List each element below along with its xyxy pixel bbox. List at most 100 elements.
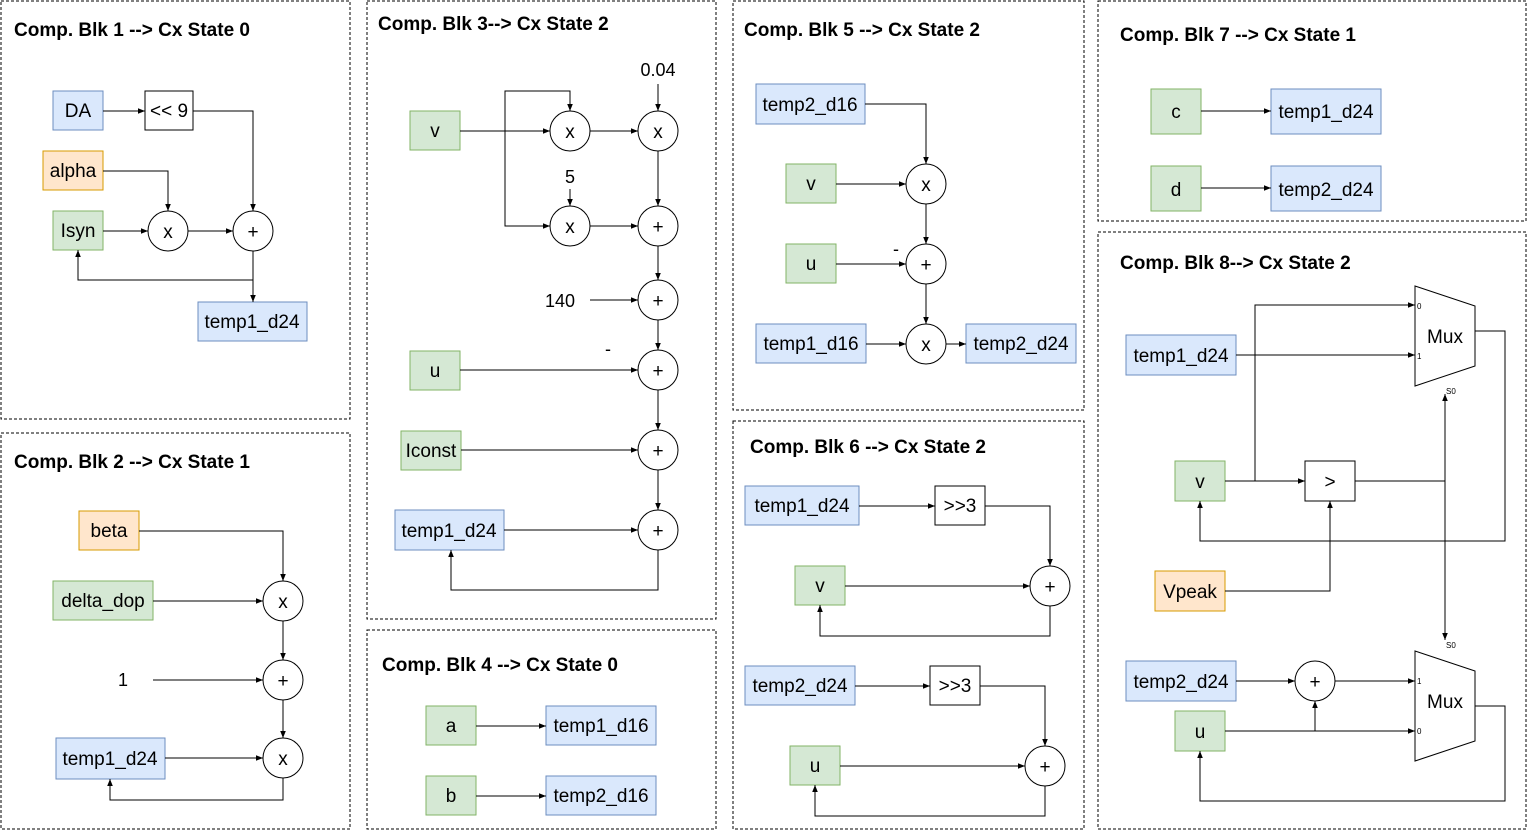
block-1-wires	[75, 108, 256, 302]
block-8-temp1-d24-label: temp1_d24	[1133, 346, 1229, 367]
block-7-c-label: c	[1171, 102, 1181, 123]
block-5-multiply-label-2: x	[921, 335, 931, 356]
block-6-frame	[732, 420, 1085, 830]
block-5-minus-sign: -	[893, 239, 899, 259]
block-8-temp2-d24-box	[1125, 660, 1237, 702]
block-1-da-label: DA	[65, 101, 92, 122]
block-8-vpeak-box	[1154, 570, 1226, 612]
block-3-add-label-4: +	[652, 441, 663, 462]
block-3-u-label: u	[430, 361, 441, 382]
block-5-v-label: v	[806, 174, 816, 195]
block-2-delta-dop-box	[52, 580, 154, 621]
block-4-temp1-d16-box	[545, 705, 657, 746]
block-5-temp2-d16-label: temp2_d16	[762, 95, 857, 116]
block-5-temp2-d24-box	[965, 323, 1077, 364]
block-1-title: Comp. Blk 1 --> Cx State 0	[14, 20, 250, 41]
block-2-beta-label: beta	[91, 521, 128, 542]
block-1-frame	[0, 0, 351, 420]
block-8-temp1-d24-box	[1125, 334, 1237, 376]
block-8-title: Comp. Blk 8--> Cx State 2	[1120, 253, 1351, 274]
block-3-square-label: x	[565, 122, 575, 143]
block-8-v-box	[1174, 460, 1226, 502]
block-5-wires	[836, 103, 966, 347]
block-8-wires	[1197, 302, 1506, 802]
block-3-iconst-label: Iconst	[406, 441, 457, 462]
block-8-v-label: v	[1195, 472, 1205, 493]
block-8-mux-1-pin-0: 0	[1417, 302, 1422, 311]
block-8-mux-2-label: Mux	[1427, 692, 1463, 713]
block-5-add-label: +	[920, 255, 931, 276]
block-3: Comp. Blk 3--> Cx State 2 v 0.04 5 140 -…	[366, 0, 717, 620]
block-8-add-label: +	[1309, 672, 1320, 693]
block-2-temp1-d24-label: temp1_d24	[62, 749, 158, 770]
block-3-frame	[366, 0, 717, 620]
block-3-temp1-d24-box	[394, 509, 505, 551]
block-4-temp2-d16-label: temp2_d16	[553, 786, 648, 807]
block-1-temp1-d24-box	[197, 301, 308, 342]
block-1-alpha-label: alpha	[50, 161, 97, 182]
block-5-u-label: u	[806, 254, 817, 275]
block-8-mux-2	[1414, 650, 1476, 762]
block-3-wires	[448, 84, 661, 591]
block-7-title: Comp. Blk 7 --> Cx State 1	[1120, 25, 1356, 46]
block-7-d-label: d	[1171, 180, 1182, 201]
block-1-alpha-box	[42, 150, 104, 191]
block-1-shift-label: << 9	[150, 101, 188, 122]
block-4-b-label: b	[446, 786, 457, 807]
block-4-frame	[366, 629, 717, 830]
block-6-temp1-d24-box	[744, 485, 860, 526]
block-3-temp1-d24-label: temp1_d24	[401, 521, 497, 542]
block-1: Comp. Blk 1 --> Cx State 0 DA << 9 alpha…	[0, 0, 351, 420]
block-7-temp1-d24-box	[1270, 88, 1382, 135]
block-1-add-label: +	[247, 222, 258, 243]
block-2-multiply-label-1: x	[278, 592, 288, 613]
block-2-frame	[0, 432, 351, 830]
block-3-const-5: 5	[565, 167, 575, 187]
block-2-add-label: +	[277, 671, 288, 692]
block-8-mux-2-pin-1: 1	[1417, 677, 1422, 686]
block-3-add-label-5: +	[652, 521, 663, 542]
block-8-u-box	[1174, 710, 1226, 752]
block-3-add-label-1: +	[652, 217, 663, 238]
block-5-u-box	[785, 243, 837, 284]
block-4-b-box	[425, 775, 477, 816]
block-8-compare-label: >	[1324, 472, 1335, 493]
block-6-v-box	[794, 565, 846, 606]
block-7-wires	[1201, 108, 1271, 191]
block-7-temp1-d24-label: temp1_d24	[1278, 102, 1374, 123]
block-5-temp2-d16-box	[755, 83, 866, 125]
block-3-const-140: 140	[545, 291, 575, 311]
block-1-temp1-d24-label: temp1_d24	[204, 312, 300, 333]
block-6-v-label: v	[815, 576, 825, 597]
block-2-beta-box	[78, 510, 140, 551]
block-6-wires	[812, 503, 1053, 817]
block-3-v-box	[409, 110, 461, 151]
block-3-const-004: 0.04	[640, 60, 675, 80]
block-8-frame	[1097, 231, 1527, 830]
block-1-isyn-label: Isyn	[61, 221, 96, 242]
block-5-temp2-d24-label: temp2_d24	[973, 334, 1069, 355]
block-3-v-label: v	[430, 121, 440, 142]
block-4-a-label: a	[446, 716, 457, 737]
block-8-mux-1-pin-1: 1	[1417, 352, 1422, 361]
block-8-mux-1	[1414, 285, 1476, 387]
block-8-u-label: u	[1195, 722, 1206, 743]
block-5: Comp. Blk 5 --> Cx State 2 temp2_d16 v u…	[732, 0, 1085, 411]
block-2-const-one: 1	[118, 670, 128, 690]
block-4: Comp. Blk 4 --> Cx State 0 a temp1_d16 b…	[366, 629, 717, 830]
block-7: Comp. Blk 7 --> Cx State 1 c temp1_d24 d…	[1097, 0, 1527, 222]
block-2-multiply-label-2: x	[278, 749, 288, 770]
block-3-minus-sign: -	[605, 339, 611, 359]
block-3-five-multiply-label: x	[565, 217, 575, 238]
block-2: Comp. Blk 2 --> Cx State 1 beta delta_do…	[0, 432, 351, 830]
block-8-mux-1-select-pin: S0	[1446, 387, 1456, 396]
block-8-vpeak-label: Vpeak	[1163, 582, 1217, 603]
block-1-da-box	[52, 90, 104, 131]
block-3-coef-multiply-label: x	[653, 122, 663, 143]
block-8-mux-1-label: Mux	[1427, 327, 1463, 348]
block-1-multiply-label: x	[163, 222, 173, 243]
block-6-shift-label-2: >>3	[939, 676, 972, 697]
block-6-add-label-1: +	[1044, 577, 1055, 598]
block-5-v-box	[785, 163, 837, 204]
